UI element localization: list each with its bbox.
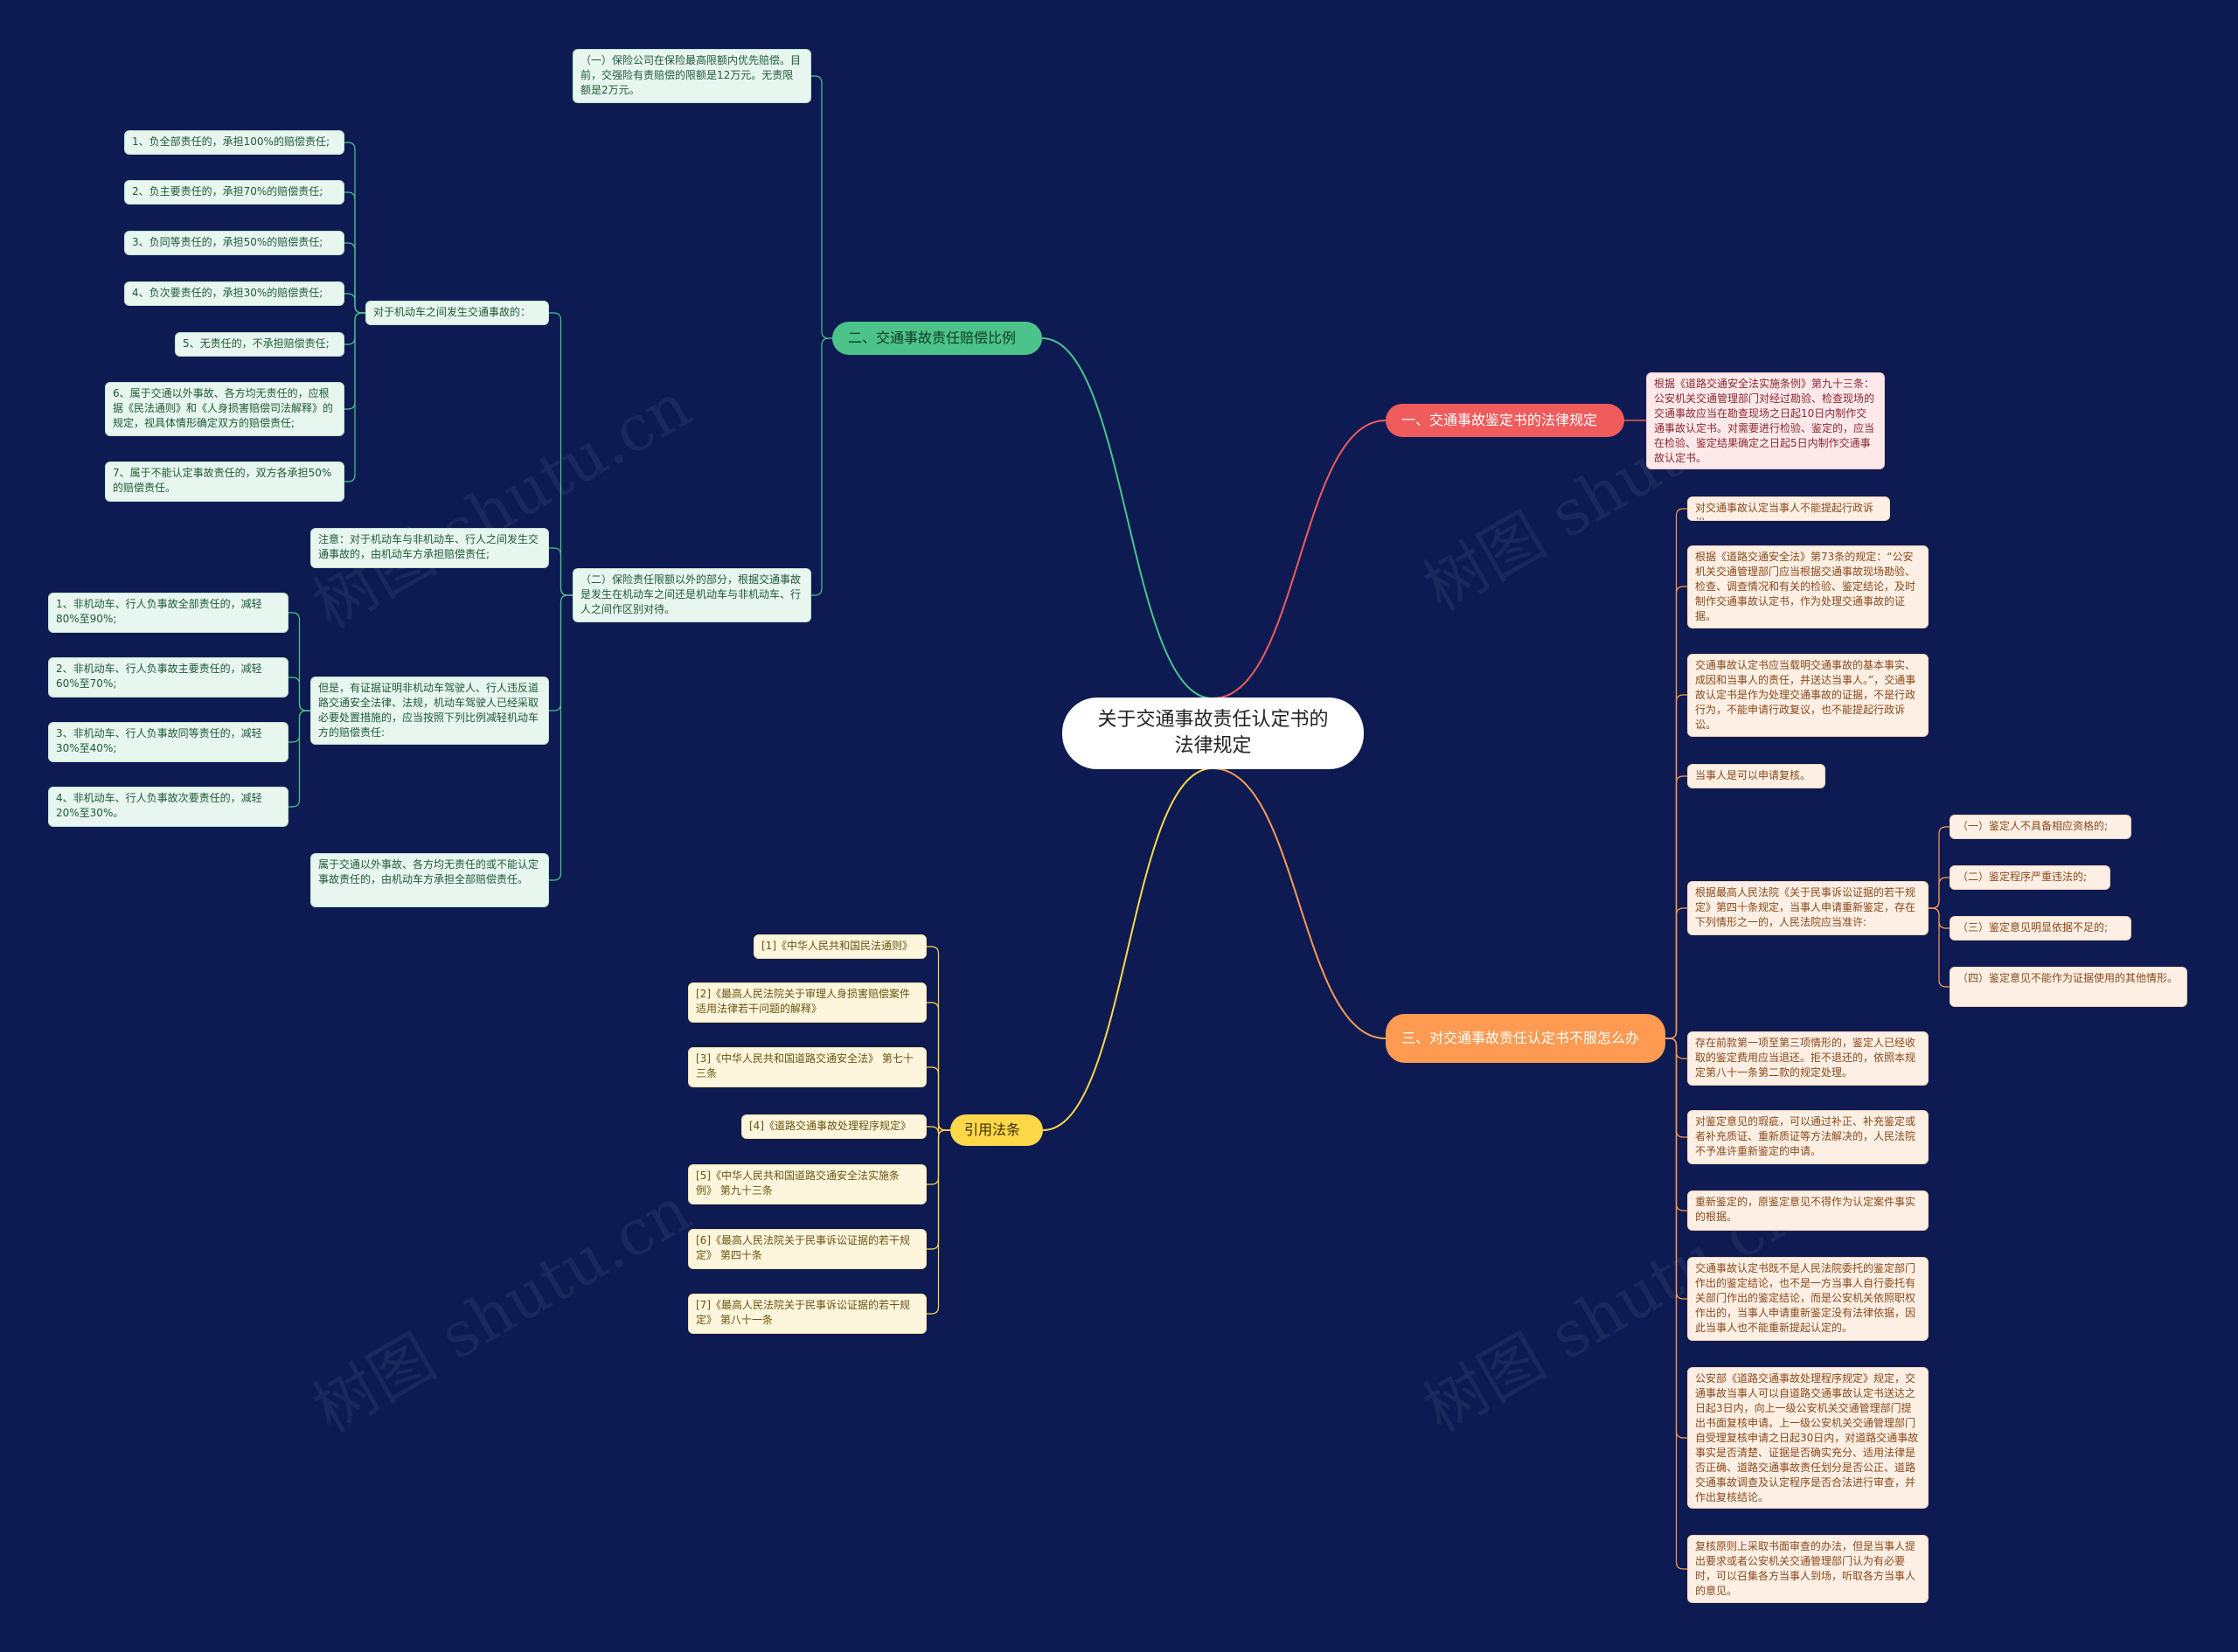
objection-item: 对鉴定意见的瑕疵，可以通过补正、补充鉴定或者补充质证、重新质证等方法解决的，人民… [1687,1110,1929,1164]
connector [927,1066,950,1131]
connector [549,594,573,881]
objection-item: 重新鉴定的，原鉴定意见不得作为认定案件事实的根据。 [1687,1190,1929,1231]
reappraisal-condition: （四）鉴定意见不能作为证据使用的其他情形。 [1950,967,2187,1007]
reduction-rule: 但是，有证据证明非机动车驾驶人、行人违反道路交通安全法律、法规，机动车驾驶人已经… [310,677,549,745]
reduction-item: 1、非机动车、行人负事故全部责任的，减轻80%至90%; [48,593,288,633]
beyond-limit: （二）保险责任限额以外的部分，根据交通事故是发生在机动车之间还是机动车与非机动车… [573,568,811,622]
reappraisal-condition: （三）鉴定意见明显依据不足的; [1950,916,2131,941]
connector [1929,907,1950,988]
connector [1212,420,1387,699]
cited-law: [6]《最高人民法院关于民事诉讼证据的若干规定》 第四十条 [688,1229,927,1269]
connector [1212,767,1387,1039]
objection-item: 根据最高人民法院《关于民事诉讼证据的若干规定》第四十条规定，当事人申请重新鉴定，… [1687,881,1929,935]
objection-item: 对交通事故认定当事人不能提起行政诉讼; [1687,496,1890,521]
connector [1929,877,1950,909]
no-fault-rule: 属于交通以外事故、各方均无责任的或不能认定事故责任的，由机动车方承担全部赔偿责任… [310,853,549,907]
objection-item: 根据《道路交通安全法》第73条的规定：“公安机关交通管理部门应当根据交通事故现场… [1687,545,1929,628]
reduction-item: 4、非机动车、行人负事故次要责任的，减轻20%至30%。 [48,787,288,827]
branch1-item: 根据《道路交通安全法实施条例》第九十三条：公安机关交通管理部门对经过勘验、检查现… [1646,372,1885,469]
connector [549,547,573,596]
motor-vehicle-accidents: 对于机动车之间发生交通事故的： [365,301,549,325]
connector [1042,767,1213,1131]
cited-law: [7]《最高人民法院关于民事诉讼证据的若干规定》 第八十一条 [688,1294,927,1334]
insurance-priority: （一）保险公司在保险最高限额内优先赔偿。目前，交强险有责赔偿的限额是12万元。无… [573,49,811,103]
objection-item: 公安部《道路交通事故处理程序规定》规定，交通事故当事人可以自道路交通事故认定书送… [1687,1367,1929,1509]
objection-item: 当事人是可以申请复核。 [1687,764,1825,788]
connector [1041,337,1213,699]
branch-legal-provisions[interactable]: 一、交通事故鉴定书的法律规定 [1386,404,1624,437]
cited-law: [2]《最高人民法院关于审理人身损害赔偿案件适用法律若干问题的解释》 [688,982,927,1023]
objection-item: 存在前款第一项至第三项情形的，鉴定人已经收取的鉴定费用应当退还。拒不退还的，依照… [1687,1031,1929,1086]
reappraisal-condition: （二）鉴定程序严重违法的; [1950,865,2110,890]
connector [288,677,310,711]
connector [1665,1038,1687,1570]
branch-compensation-ratio[interactable]: 二、交通事故责任赔偿比例 [832,322,1042,355]
motor-item: 5、无责任的，不承担赔偿责任; [175,332,344,357]
reduction-item: 2、非机动车、行人负事故主要责任的，减轻60%至70%; [48,657,288,698]
cited-law: [5]《中华人民共和国道路交通安全法实施条例》 第九十三条 [688,1164,927,1204]
reduction-item: 3、非机动车、行人负事故同等责任的，减轻30%至40%; [48,722,288,762]
motor-item: 1、负全部责任的，承担100%的赔偿责任; [124,130,344,155]
cited-law: [4]《道路交通事故处理程序规定》 [741,1114,927,1139]
motor-item: 4、负次要责任的，承担30%的赔偿责任; [124,281,344,306]
motor-item: 7、属于不能认定事故责任的，双方各承担50%的赔偿责任。 [105,462,344,502]
connector [344,293,365,314]
cited-law: [1]《中华人民共和国民法通则》 [754,934,927,959]
connector [288,710,310,808]
connector [344,312,365,482]
motor-item: 3、负同等责任的，承担50%的赔偿责任; [124,231,344,255]
objection-item: 复核原则上采取书面审查的办法，但是当事人提出要求或者公安机关交通管理部门认为有必… [1687,1535,1929,1603]
motor-item: 2、负主要责任的，承担70%的赔偿责任; [124,180,344,205]
reappraisal-condition: （一）鉴定人不具备相应资格的; [1950,815,2131,839]
connector [811,75,832,339]
cited-law: [3]《中华人民共和国道路交通安全法》 第七十三条 [688,1047,927,1087]
connector [927,1122,950,1135]
objection-item: 交通事故认定书应当载明交通事故的基本事实、成因和当事人的责任，并送达当事人。”，… [1687,654,1929,737]
note-pedestrian: 注意：对于机动车与非机动车、行人之间发生交通事故的，由机动车方承担赔偿责任; [310,528,549,568]
motor-item: 6、属于交通以外事故、各方均无责任的，应根据《民法通则》和《人身损害赔偿司法解释… [105,382,344,436]
root-topic[interactable]: 关于交通事故责任认定书的法律规定 [1062,698,1364,769]
branch-cited-laws[interactable]: 引用法条 [950,1114,1043,1146]
objection-item: 交通事故认定书既不是人民法院委托的鉴定部门作出的鉴定结论，也不是一方当事人自行委… [1687,1257,1929,1341]
connector [1665,907,1687,1039]
connector [927,1129,950,1315]
connector [811,337,832,596]
branch-objection[interactable]: 三、对交通事故责任认定书不服怎么办 [1386,1014,1665,1063]
